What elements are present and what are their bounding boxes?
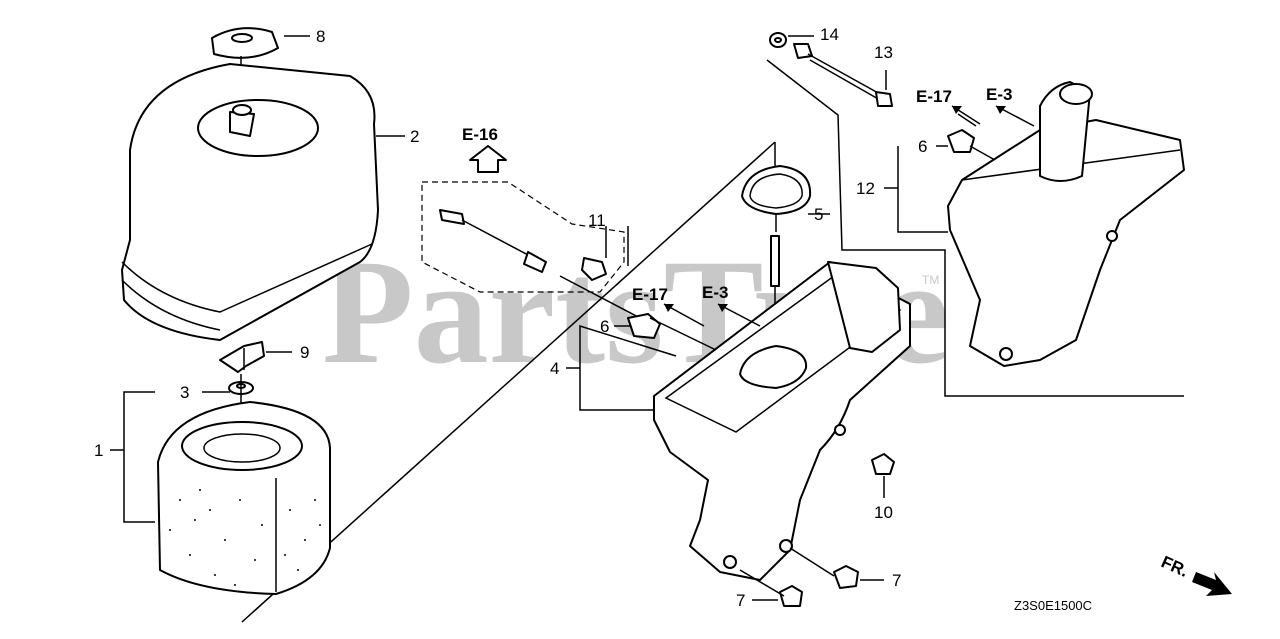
ref-e3-right: E-3 [986,85,1012,104]
callout-6-center: 6 [600,317,609,336]
grommet-part-right [936,129,1003,165]
watermark-trademark: TM [922,273,939,287]
callout-1: 1 [94,441,103,460]
grommet-part-center [627,313,717,351]
callout-3: 3 [180,383,189,402]
callout-2: 2 [410,127,419,146]
long-bolt-part-13 [793,43,893,107]
direction-label: FR. [1158,552,1191,580]
callout-9: 9 [300,343,309,362]
callout-14: 14 [820,25,839,44]
breather-plug-part [581,257,607,281]
nut-part-7-right [789,547,859,589]
callout-7-right: 7 [892,571,901,590]
callout-4: 4 [550,359,559,378]
ref-e17-center: E-17 [632,285,668,304]
ref-e3-center: E-3 [702,283,728,302]
diagram-code: Z3S0E1500C [1014,598,1092,613]
e16-arrow [469,145,507,173]
callout-13: 13 [874,43,893,62]
right-leader-lines [884,113,977,233]
ref-e17-right: E-17 [916,87,952,106]
gasket-part [741,165,830,232]
air-cleaner-cover-part [121,63,379,341]
air-filter-element-part [157,401,331,595]
washer-part-14 [769,32,814,48]
air-cleaner-case-part [653,261,911,581]
nut-part-7-bottom [739,569,803,607]
callout-8: 8 [316,27,325,46]
callout-12: 12 [856,179,875,198]
center-leader-lines [566,324,885,601]
filter-dots [169,489,321,586]
air-cleaner-housing-part-12 [947,81,1185,367]
callout-6-right: 6 [918,137,927,156]
left-leader-lines [110,35,405,523]
front-direction-arrow: FR. [1158,552,1232,596]
callout-5: 5 [814,205,823,224]
breather-tube-group [421,145,641,319]
ref-e16: E-16 [462,125,498,144]
callout-10: 10 [874,503,893,522]
divider-line-right [766,59,1184,397]
reference-arrows [663,105,1035,327]
nut-part-10 [871,453,895,475]
wing-nut-part [219,341,265,373]
callout-7-bottom: 7 [736,591,745,610]
callout-11: 11 [588,211,606,230]
